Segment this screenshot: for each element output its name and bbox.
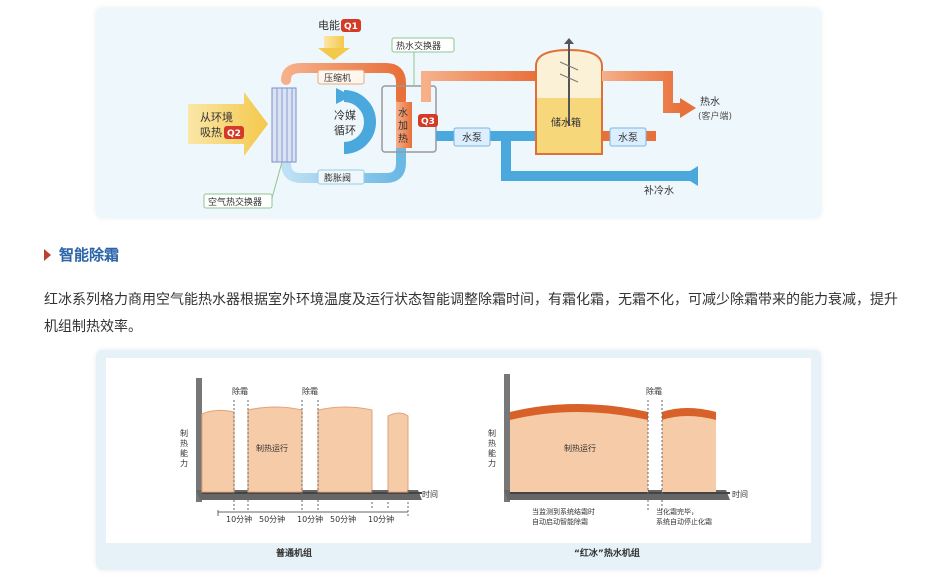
q1-badge: Q1 <box>341 19 361 32</box>
cold-water-supply-pipe <box>501 136 696 181</box>
left-segment-4: 50分钟 <box>330 514 356 524</box>
left-chart <box>196 378 422 516</box>
triangle-bullet-icon <box>44 248 51 261</box>
expansion-valve-label: 膨胀阀 <box>324 172 351 184</box>
left-y-axis-char-2: 热 <box>180 438 188 448</box>
water-pump-right-label: 水泵 <box>618 132 638 144</box>
water-pump-left-label: 水泵 <box>462 132 482 144</box>
water-heat-char-3: 热 <box>398 132 408 145</box>
heat-exchanger-label-box <box>391 37 455 53</box>
left-y-axis-char-3: 能 <box>180 448 188 458</box>
q3-badge: Q3 <box>418 114 438 127</box>
water-pump-right-box <box>609 127 647 147</box>
heat-pump-diagram-svg: 电能 Q1 压缩机 膨胀阀 冷媒 循环 从环境 吸热 Q2 水 加 热 Q3 热… <box>188 18 732 209</box>
expansion-valve-box <box>317 169 365 185</box>
right-caption: “红冰”热水机组 <box>574 547 640 559</box>
electric-label: 电能 <box>318 18 340 32</box>
cold-water-supply-arrow <box>682 166 698 186</box>
left-defrost-label-2: 除霜 <box>302 386 318 396</box>
left-time-label: 时间 <box>422 489 438 499</box>
right-y-axis-char-3: 能 <box>488 448 496 458</box>
left-defrost-label-1: 除霜 <box>232 386 248 396</box>
water-heat-char-1: 水 <box>398 107 408 119</box>
left-segment-2: 50分钟 <box>259 514 285 524</box>
refrigerant-line2: 循环 <box>334 124 356 137</box>
compressor-label: 压缩机 <box>324 72 351 84</box>
defrost-comparison-svg: 制 热 能 力 除霜 除霜 制热运行 时间 10分钟 50分钟 10分钟 50分… <box>106 358 811 559</box>
left-y-axis-char-4: 力 <box>180 458 188 468</box>
right-y-axis-char-4: 力 <box>488 458 496 468</box>
refrigerant-circulation-arc <box>343 90 376 154</box>
right-heating-run-label: 制热运行 <box>564 443 596 453</box>
absorb-line1: 从环境 <box>200 110 233 124</box>
svg-text:Q3: Q3 <box>421 117 435 127</box>
q2-badge: Q2 <box>224 126 244 139</box>
right-chart <box>504 374 730 510</box>
right-note-right-line2: 系统自动停止化霜 <box>656 517 712 526</box>
section-title: 智能除霜 <box>59 246 120 264</box>
left-segment-3: 10分钟 <box>297 514 323 524</box>
hot-water-label: 热水 <box>700 95 720 108</box>
air-heat-exchanger-coil <box>271 87 297 163</box>
left-segment-1: 10分钟 <box>226 514 252 524</box>
hot-water-pipe <box>421 71 536 102</box>
water-heating-strip <box>396 102 412 148</box>
refrigerant-loop-hot <box>281 63 406 105</box>
air-exchanger-label: 空气热交换器 <box>208 196 262 208</box>
storage-tank <box>535 38 603 155</box>
right-note-left-line1: 当监测到系统结霜时 <box>532 507 595 516</box>
hot-water-out-arrow <box>680 98 696 118</box>
electric-input-arrow <box>318 36 350 60</box>
right-note-right-line1: 当化霜完毕， <box>656 507 698 516</box>
left-segment-5: 10分钟 <box>368 514 394 524</box>
right-y-axis-char-2: 热 <box>488 438 496 448</box>
svg-text:Q1: Q1 <box>344 22 358 32</box>
left-heating-run-label: 制热运行 <box>256 443 288 453</box>
cold-water-supply-label: 补冷水 <box>644 184 674 197</box>
heat-exchanger-label: 热水交换器 <box>396 40 441 52</box>
heat-pump-diagram: 电能 Q1 压缩机 膨胀阀 冷媒 循环 从环境 吸热 Q2 水 加 热 Q3 热… <box>96 8 821 218</box>
hot-water-out-pipe <box>602 71 682 113</box>
defrost-comparison-diagram: 制 热 能 力 除霜 除霜 制热运行 时间 10分钟 50分钟 10分钟 50分… <box>96 350 821 570</box>
left-y-axis-char-1: 制 <box>180 428 188 438</box>
left-caption: 普通机组 <box>276 547 312 559</box>
water-heat-char-2: 加 <box>398 120 408 132</box>
right-y-axis-char-1: 制 <box>488 428 496 438</box>
section-heading: 智能除霜 <box>44 244 119 265</box>
air-exchanger-label-box <box>203 193 273 209</box>
right-time-label: 时间 <box>732 489 748 499</box>
right-note-left-line2: 自动启动智能除霜 <box>532 517 588 526</box>
storage-tank-label: 储水箱 <box>551 116 581 129</box>
ambient-heat-arrow <box>188 92 268 156</box>
refrigerant-line1: 冷媒 <box>334 109 356 122</box>
water-pump-left-box <box>453 127 491 147</box>
compressor-box <box>317 69 365 85</box>
customer-end-label: (客户端) <box>698 110 732 122</box>
section-paragraph: 红冰系列格力商用空气能热水器根据室外环境温度及运行状态智能调整除霜时间，有霜化霜… <box>44 292 898 335</box>
svg-text:Q2: Q2 <box>227 129 241 139</box>
absorb-line2: 吸热 <box>200 126 222 139</box>
right-defrost-label: 除霜 <box>646 386 662 396</box>
